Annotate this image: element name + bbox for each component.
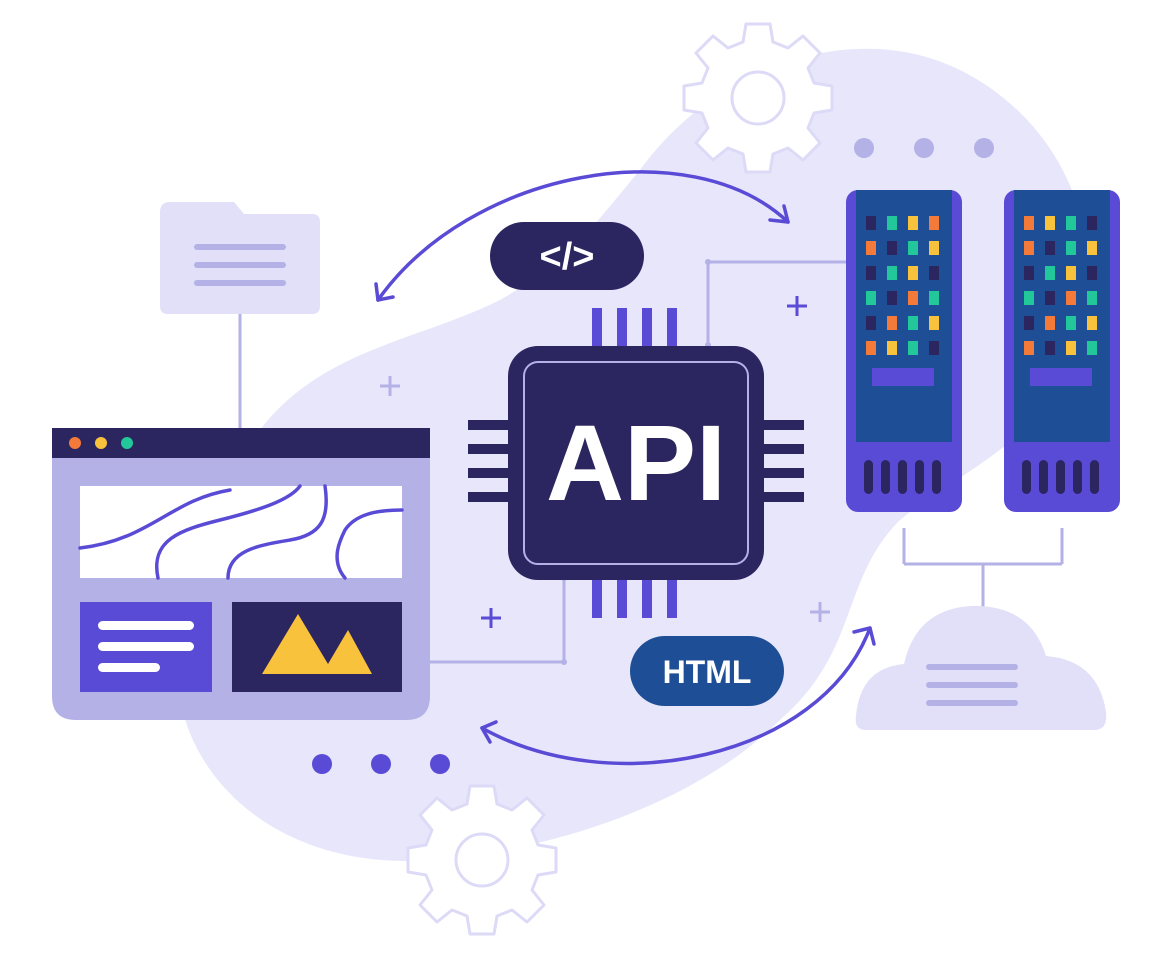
- server-led: [1024, 241, 1034, 255]
- server-led: [1066, 216, 1076, 230]
- chip-label: API: [546, 402, 726, 523]
- server-vent: [932, 460, 941, 494]
- server-led: [887, 341, 897, 355]
- server-led: [1045, 316, 1055, 330]
- code-badge-label: </>: [540, 236, 595, 278]
- server-vent: [898, 460, 907, 494]
- plus-icon: [380, 376, 830, 622]
- server-led: [929, 241, 939, 255]
- dots-top-right: [854, 138, 994, 158]
- server-led: [1024, 216, 1034, 230]
- server-led: [929, 291, 939, 305]
- arrow-top: [374, 170, 790, 302]
- server-led: [929, 266, 939, 280]
- server-led: [1066, 266, 1076, 280]
- server-led: [1024, 316, 1034, 330]
- server-led: [1024, 291, 1034, 305]
- server-led: [887, 216, 897, 230]
- server-vent: [1022, 460, 1031, 494]
- server-led: [1045, 216, 1055, 230]
- server-led: [1087, 266, 1097, 280]
- server-led: [908, 216, 918, 230]
- server-led: [1066, 241, 1076, 255]
- html-badge-label: HTML: [663, 654, 752, 690]
- server-rack-icon: [846, 190, 962, 512]
- server-led: [1087, 241, 1097, 255]
- server-led: [1087, 316, 1097, 330]
- server-led: [1045, 241, 1055, 255]
- chip-pins: [592, 308, 677, 618]
- chip-icon: API: [508, 346, 764, 580]
- chip-pins-side: [468, 420, 804, 502]
- server-led: [929, 341, 939, 355]
- server-led: [866, 266, 876, 280]
- server-led: [1045, 341, 1055, 355]
- gear-icon: [406, 784, 558, 936]
- server-vent: [881, 460, 890, 494]
- server-led: [908, 316, 918, 330]
- server-led: [908, 241, 918, 255]
- cloud-icon: [855, 605, 1107, 730]
- server-vent: [1090, 460, 1099, 494]
- server-led: [887, 241, 897, 255]
- server-vent: [1039, 460, 1048, 494]
- server-led: [866, 291, 876, 305]
- server-led: [1045, 266, 1055, 280]
- server-led: [929, 316, 939, 330]
- arrow-bottom: [480, 626, 876, 766]
- gear-icon: [682, 22, 834, 174]
- server-vent: [1073, 460, 1082, 494]
- server-led: [1045, 291, 1055, 305]
- server-led: [866, 216, 876, 230]
- server-led: [1024, 341, 1034, 355]
- dots-bottom-left: [312, 754, 450, 774]
- server-vent: [915, 460, 924, 494]
- server-led: [1087, 291, 1097, 305]
- server-rack-icon: [1004, 190, 1120, 512]
- server-led: [866, 241, 876, 255]
- server-led: [908, 266, 918, 280]
- folder-icon: [160, 202, 320, 314]
- server-led: [908, 341, 918, 355]
- server-vent: [1056, 460, 1065, 494]
- server-vent: [864, 460, 873, 494]
- server-led: [887, 291, 897, 305]
- server-led: [887, 316, 897, 330]
- code-badge-icon: </>: [490, 222, 644, 290]
- server-led: [1066, 316, 1076, 330]
- server-led: [887, 266, 897, 280]
- plus-icon: [481, 296, 807, 628]
- server-led: [908, 291, 918, 305]
- browser-window-icon: [52, 428, 430, 720]
- server-led: [1066, 341, 1076, 355]
- server-led: [866, 341, 876, 355]
- server-led: [866, 316, 876, 330]
- server-led: [1066, 291, 1076, 305]
- server-led: [1087, 216, 1097, 230]
- server-led: [1087, 341, 1097, 355]
- server-led: [929, 216, 939, 230]
- html-badge: HTML: [630, 636, 784, 706]
- mountain-image-icon: [262, 614, 372, 674]
- server-led: [1024, 266, 1034, 280]
